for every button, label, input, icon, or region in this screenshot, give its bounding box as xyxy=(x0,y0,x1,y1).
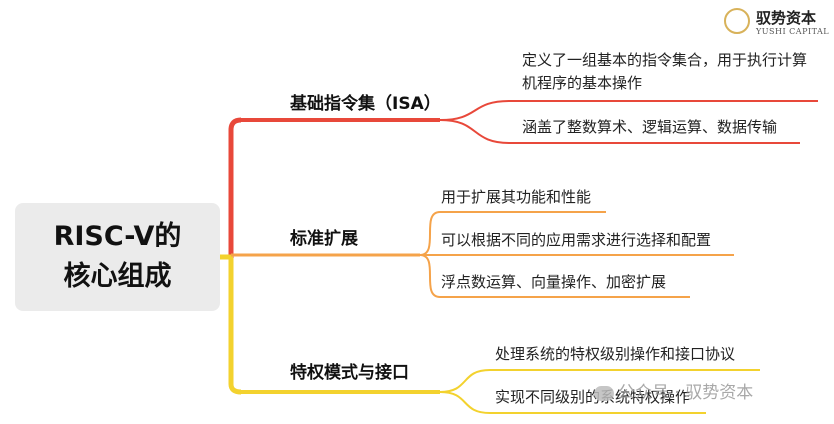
root-line-1: RISC-V的 xyxy=(53,221,182,252)
watermark: 公众号 · 驭势资本 xyxy=(594,378,753,403)
leaf-priv-2: 实现不同级别的系统特权操作 xyxy=(495,388,691,406)
b1-leaf2-connector xyxy=(439,119,800,144)
brand-logo: 驭势资本 YUSHI CAPITAL xyxy=(724,6,830,40)
wechat-icon xyxy=(594,385,614,401)
leaf-isa-2: 涵盖了整数算术、逻辑运算、数据传输 xyxy=(522,118,778,136)
leaf-isa-1: 定义了一组基本的指令集合，用于执行计算机程序的基本操作 xyxy=(522,51,808,92)
logo-mark-icon xyxy=(724,8,750,34)
b3-leaf1-connector xyxy=(439,369,760,393)
branch-isa: 基础指令集（ISA） xyxy=(290,94,441,114)
b3-leaf2-connector xyxy=(439,391,706,414)
branch-privileged-modes: 特权模式与接口 xyxy=(290,363,409,383)
trunk-yellow xyxy=(228,258,242,395)
leaf-priv-1: 处理系统的特权级别操作和接口协议 xyxy=(495,345,736,363)
branch-standard-extensions: 标准扩展 xyxy=(290,229,358,249)
trunk-red xyxy=(228,117,242,258)
watermark-text: 公众号 · 驭势资本 xyxy=(618,383,754,403)
b2-leaf1-connector xyxy=(419,211,606,256)
root-node: RISC-V的 核心组成 xyxy=(15,203,220,311)
logo-subtitle: YUSHI CAPITAL xyxy=(756,27,830,36)
logo-name: 驭势资本 xyxy=(756,9,817,27)
root-line-2: 核心组成 xyxy=(63,261,172,292)
b2-leaf3-connector xyxy=(419,254,690,298)
leaf-ext-1: 用于扩展其功能和性能 xyxy=(441,188,592,206)
leaf-ext-2: 可以根据不同的应用需求进行选择和配置 xyxy=(441,231,712,249)
b1-leaf1-connector xyxy=(439,100,818,121)
leaf-ext-3: 浮点数运算、向量操作、加密扩展 xyxy=(441,273,667,291)
